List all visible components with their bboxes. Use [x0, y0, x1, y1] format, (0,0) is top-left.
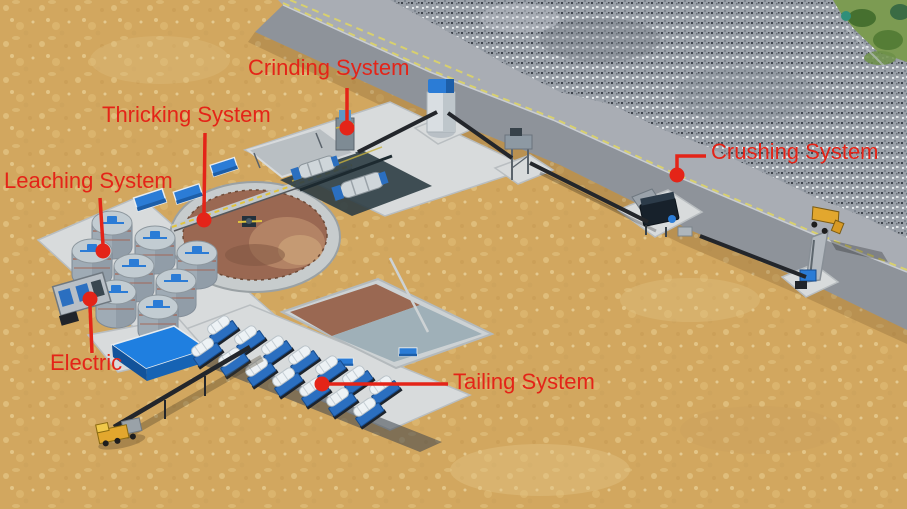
crushing-station — [631, 188, 693, 237]
transfer-tower — [504, 128, 533, 180]
conveyors — [357, 110, 807, 279]
grinding-canopy — [245, 126, 357, 179]
label-grinding-system: Crinding System — [248, 55, 410, 80]
leader-grinding — [339, 88, 355, 136]
label-leaching-system: Leaching System — [4, 168, 173, 193]
leader-thickening — [196, 132, 212, 228]
dump-truck — [811, 206, 888, 262]
thickener-drive — [237, 216, 263, 227]
leader-tailing — [314, 376, 448, 392]
tower-pad — [493, 154, 555, 185]
ball-mill-1 — [290, 155, 340, 181]
grinding-plant — [245, 110, 432, 216]
ball-mill-2 — [331, 171, 389, 201]
annotation-dot — [95, 243, 111, 259]
leader-electric — [82, 291, 98, 354]
leader-crushing — [669, 154, 706, 183]
conveyor-tower-silo — [446, 111, 514, 160]
annotation-leaders — [82, 88, 706, 392]
truck-conveyor — [112, 345, 264, 440]
label-tailing-system: Tailing System — [453, 369, 595, 394]
label-electric: Electric — [50, 350, 123, 375]
loader-truck — [95, 417, 146, 450]
gravel-stockpile — [390, 0, 907, 238]
conveyor-wall — [699, 234, 807, 279]
conveyor-silo-mill — [357, 110, 438, 154]
label-crushing-system: Crushing System — [711, 139, 879, 164]
tailing-filter-units — [186, 311, 442, 452]
leader-leaching — [95, 197, 111, 259]
annotation-dot — [82, 291, 98, 307]
tailings-pond — [279, 277, 495, 370]
annotation-dot — [196, 212, 212, 228]
annotation-dot — [669, 167, 685, 183]
vegetation-patch — [833, 0, 907, 67]
road-markings — [282, 0, 907, 271]
annotation-dot — [314, 376, 330, 392]
feed-silo — [426, 79, 456, 138]
label-thickening-system: Thricking System — [102, 102, 271, 127]
annotation-dot — [339, 120, 355, 136]
slurry-pipe — [388, 257, 430, 333]
conveyor-crusher-tower — [529, 161, 649, 224]
